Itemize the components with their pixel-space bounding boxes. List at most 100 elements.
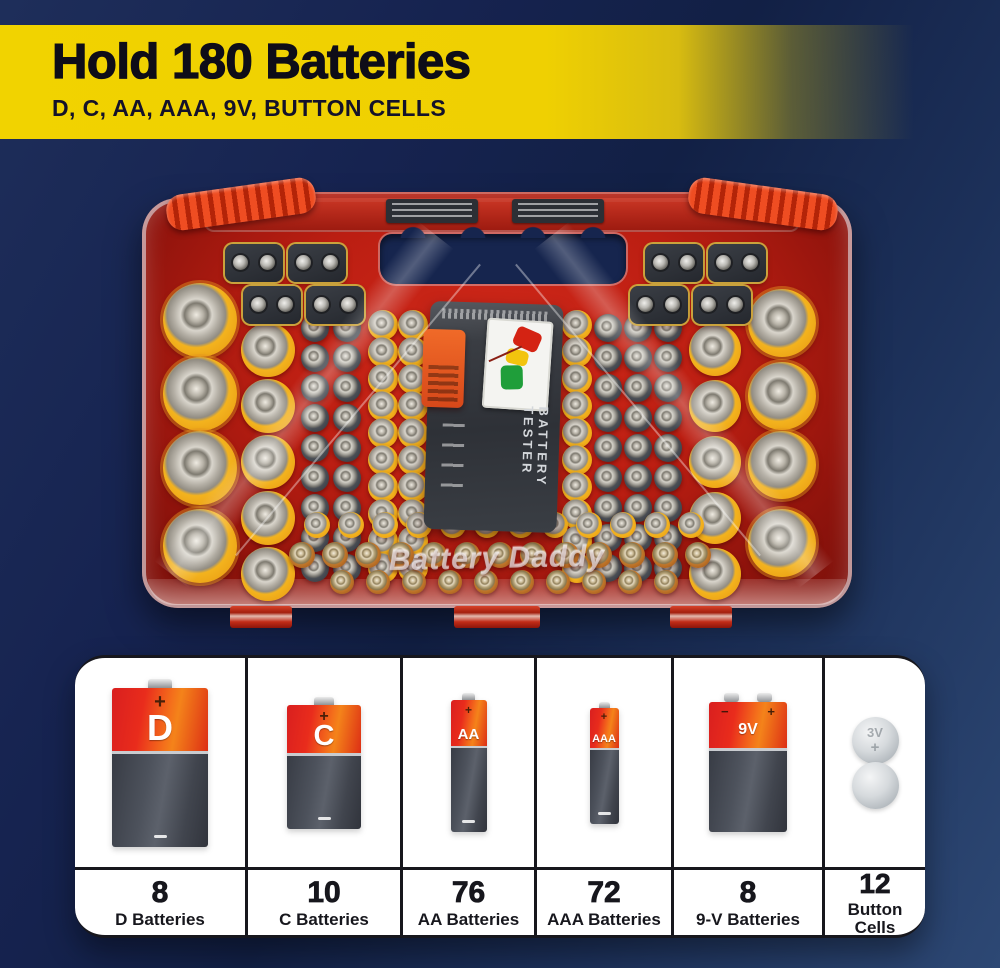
aaa-cell-top-view [301,434,329,462]
terminal-snap [653,255,668,270]
battery-tester: BATTERY TESTER [421,300,564,534]
aa-cell-top-view [618,570,642,594]
aa-cell-top-view [654,570,678,594]
battery-letter: 9V [738,721,758,738]
terminal-snap [680,255,695,270]
terminal-snap [638,297,653,312]
aa-cell-top-view [304,512,330,538]
d-cell-top-view [748,431,816,499]
plus-mark: + [870,738,880,756]
terminal-snap [296,255,311,270]
aaa-cell-top-view [654,404,682,432]
aa-cell-top-view [338,512,364,538]
aa-cell-top-view [322,542,348,568]
aa-cell-top-view [520,542,546,568]
aa-cell-top-view [402,570,426,594]
aa-cell-top-view [586,542,612,568]
terminal-snap [716,255,731,270]
battery-graphic-aaa: +AAA [589,701,619,824]
terminal-snap [260,255,275,270]
terminal-snap [233,255,248,270]
nine-volt-battery-top-view [693,286,751,324]
d-cell-top-view [163,283,237,357]
battery-terminals [724,693,772,702]
case-latch [670,606,732,628]
terminal-nub [148,678,172,688]
d-cell-top-view [163,509,237,583]
aa-cell-top-view [619,542,645,568]
battery-body [287,752,361,829]
aaa-cell-top-view [624,374,652,402]
nine-volt-battery-top-view [288,244,346,282]
aa-cell-top-view [576,512,602,538]
aaa-cell-top-view [333,374,361,402]
c-cell-top-view [241,379,295,433]
battery-body [450,746,487,832]
case-latch [230,606,292,628]
plus-mark: + [600,710,608,723]
terminal-nub [724,693,739,702]
aa-cell-top-view [652,542,678,568]
case-latch [454,606,540,628]
battery-count-label: AAA Batteries [547,909,661,929]
battery-top: +C [287,704,361,753]
battery-body [589,747,619,824]
terminal-nub [598,701,610,708]
aa-cell-top-view [487,542,513,568]
aa-cell-top-view [562,418,592,448]
headline-subtitle: D, C, AA, AAA, 9V, BUTTON CELLS [52,94,447,121]
battery-illustration-d: +D [75,658,245,870]
c-cell-top-view [241,435,295,489]
battery-top: −9V+ [709,702,787,748]
battery-illustration-button: 3V+ [825,658,925,870]
handle-label-plate [386,199,478,223]
battery-dash [462,820,475,823]
battery-count: 12 [859,868,891,899]
aa-cell-top-view [644,512,670,538]
aaa-cell-top-view [594,374,622,402]
handle-cutout [380,234,626,284]
aa-cell-top-view [289,542,315,568]
aa-cell-top-view [685,542,711,568]
handle-finger-grooves [380,222,626,238]
handle-label-plate [512,199,604,223]
aa-cell-top-view [438,570,462,594]
battery-body [112,750,208,847]
aaa-cell-top-view [624,434,652,462]
aaa-cell-top-view [301,464,329,492]
c-cell-top-view [241,323,295,377]
terminal-nub [757,693,772,702]
aa-cell-top-view [330,570,354,594]
aa-cell-top-view [562,337,592,367]
plus-mark: + [319,707,329,725]
aa-cell-top-view [368,364,398,394]
battery-count-label: D Batteries [115,909,205,929]
c-cell-top-view [689,380,741,432]
aa-cell-top-view [546,570,570,594]
aa-cell-top-view [398,445,428,475]
aaa-cell-top-view [301,404,329,432]
battery-dash [597,811,611,815]
battery-illustration-aaa: +AAA [537,658,671,870]
battery-illustration-c: +C [248,658,400,870]
aaa-cell-top-view [594,404,622,432]
battery-illustration-aa: +AA [403,658,534,870]
c-cell-top-view [241,547,295,601]
aaa-cell-top-view [624,464,652,492]
button-cell-voltage: 3V [867,724,883,740]
terminal-snap [665,297,680,312]
nine-volt-battery-top-view [708,244,766,282]
terminal-snap [743,255,758,270]
battery-count: 10 [307,875,341,909]
battery-body [709,748,787,832]
aa-cell-top-view [388,542,414,568]
aaa-cell-top-view [301,374,329,402]
aa-cell-top-view [368,445,398,475]
